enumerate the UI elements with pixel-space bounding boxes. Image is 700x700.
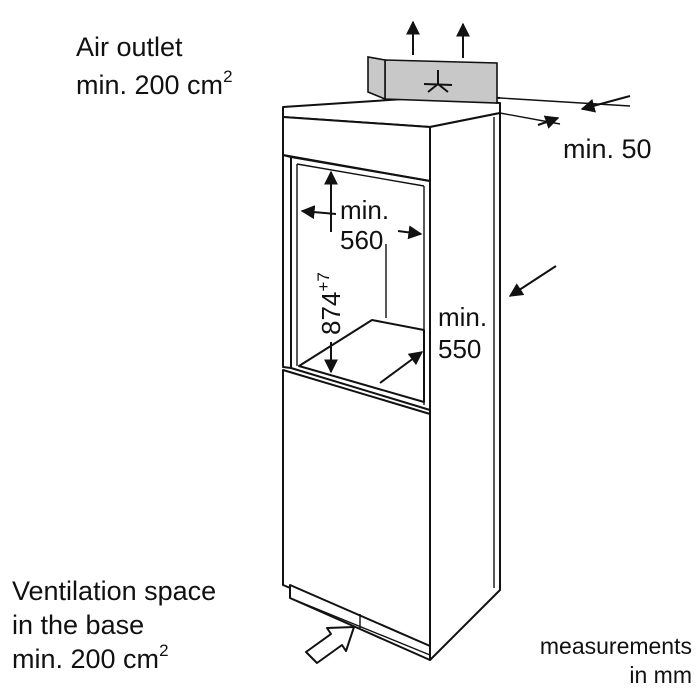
- units-line2: in mm: [629, 662, 692, 688]
- air-outlet-sup: 2: [223, 67, 232, 86]
- base-vent-line1: Ventilation space: [12, 576, 216, 606]
- fan-symbol-icon: [423, 70, 453, 93]
- air-outlet-arrows: [406, 20, 470, 58]
- base-vent-line2: in the base: [12, 610, 144, 640]
- base-vent-sup: 2: [159, 641, 168, 660]
- base-vent-arrow: [305, 626, 355, 664]
- top-gap-label: min. 50: [563, 134, 652, 164]
- niche-height-value: 874: [316, 292, 346, 335]
- niche-height-sup: +7: [314, 272, 333, 291]
- top-gap-dimension: [499, 95, 631, 129]
- svg-text:min. 200 cm2: min. 200 cm2: [76, 67, 233, 100]
- base-vent-line3: min. 200 cm: [12, 644, 159, 674]
- niche-width-label: min. 560: [340, 195, 389, 255]
- air-outlet-line1: Air outlet: [76, 32, 183, 62]
- air-outlet-line2: min. 200 cm: [76, 70, 223, 100]
- niche-height-dimension: [324, 170, 387, 374]
- depth-line2: 550: [438, 334, 481, 364]
- niche-width-line2: 560: [340, 225, 383, 255]
- base-vent-label: Ventilation space in the base min. 200 c…: [12, 576, 216, 674]
- units-line1: measurements: [540, 633, 692, 659]
- niche-width-line1: min.: [340, 195, 389, 225]
- depth-dimension: [379, 265, 557, 384]
- niche-height-label: 874+7: [314, 272, 346, 335]
- air-outlet-label: Air outlet min. 200 cm2: [76, 32, 233, 100]
- cabinet-housing: [282, 91, 501, 661]
- depth-label: min. 550: [438, 302, 487, 364]
- svg-text:min. 200 cm2: min. 200 cm2: [12, 641, 169, 674]
- air-outlet-grille: [367, 56, 498, 104]
- units-note: measurements in mm: [540, 633, 692, 688]
- depth-line1: min.: [438, 302, 487, 332]
